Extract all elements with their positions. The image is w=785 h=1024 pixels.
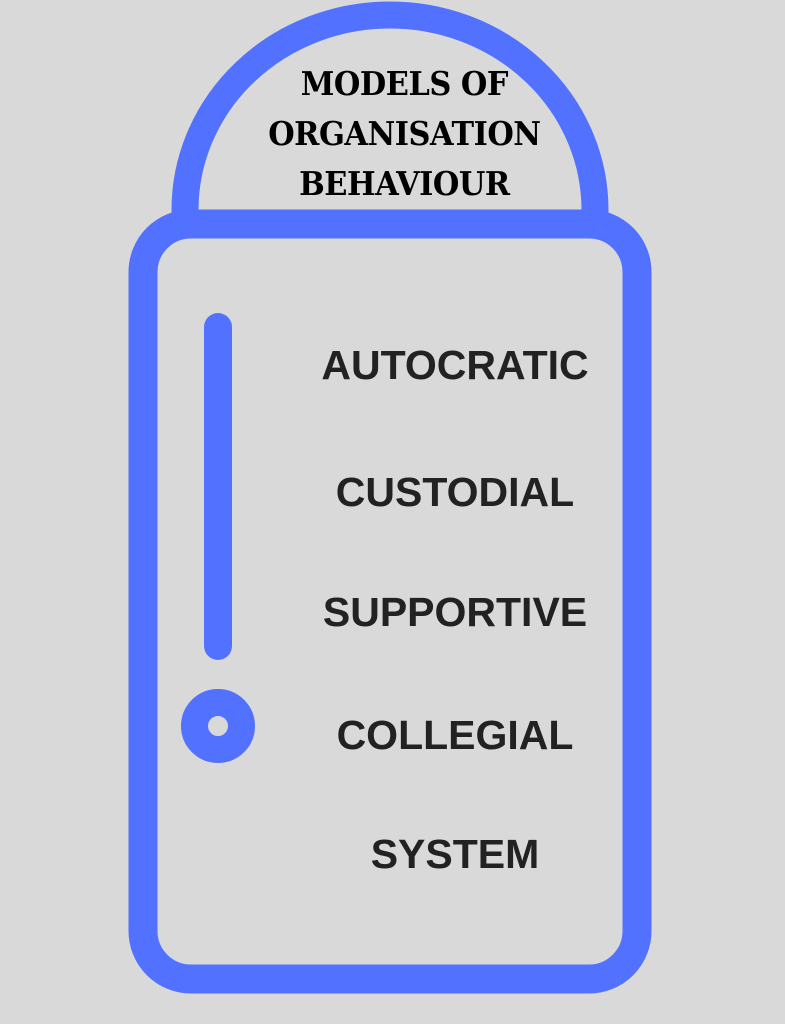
knob-ring-icon (181, 689, 255, 763)
cabinet-body (128, 209, 652, 994)
title-line-2: ORGANISATION (268, 114, 541, 153)
dome-arch (171, 1, 609, 224)
model-item-collegial: COLLEGIAL (336, 712, 574, 758)
title-line-1: MODELS OF (300, 64, 509, 103)
model-item-system: SYSTEM (370, 831, 540, 877)
title-line-3: BEHAVIOUR (299, 164, 510, 203)
model-item-autocratic: AUTOCRATIC (321, 342, 589, 388)
model-item-supportive: SUPPORTIVE (322, 589, 588, 635)
model-item-custodial: CUSTODIAL (335, 469, 575, 515)
